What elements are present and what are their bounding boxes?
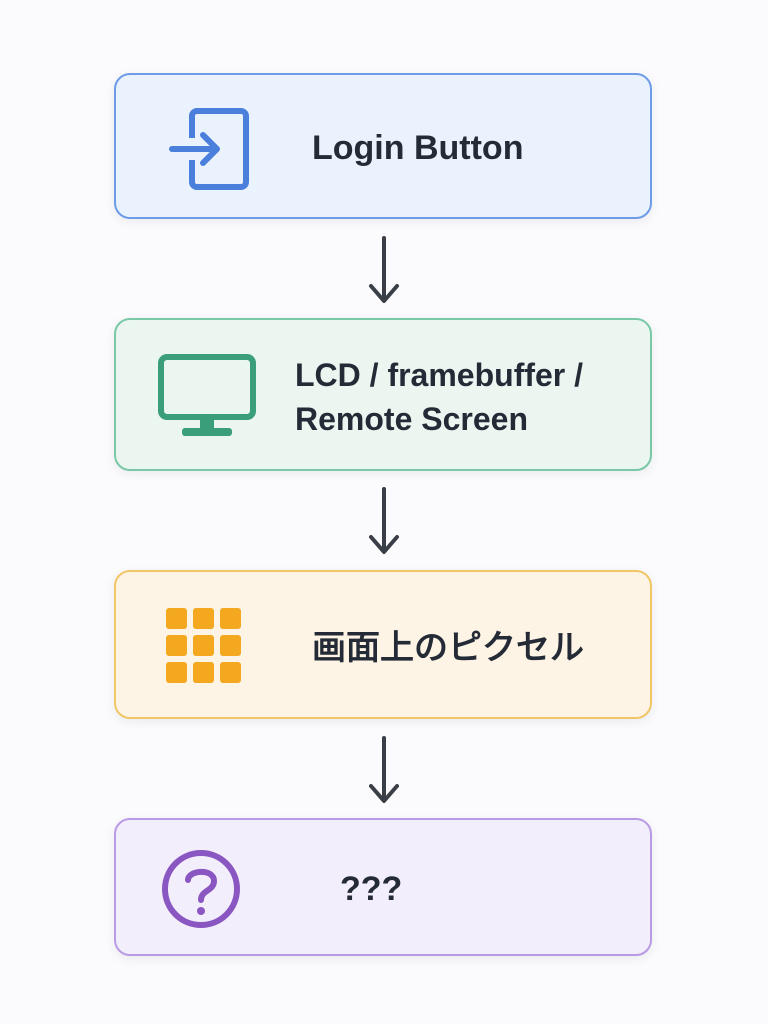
step-screen: LCD / framebuffer / Remote Screen <box>114 318 652 471</box>
step-label: 画面上のピクセル <box>312 629 584 667</box>
question-icon <box>162 850 240 928</box>
pixel-grid-icon <box>166 608 241 683</box>
login-icon <box>169 108 249 190</box>
step-unknown: ??? <box>114 818 652 956</box>
step-label: Login Button <box>312 129 524 167</box>
step-pixels: 画面上のピクセル <box>114 570 652 719</box>
down-arrow-icon <box>369 487 399 554</box>
step-label: ??? <box>340 870 403 908</box>
step-label: LCD / framebuffer / Remote Screen <box>295 357 584 437</box>
down-arrow-icon <box>369 236 399 303</box>
monitor-icon <box>158 354 256 436</box>
step-login-button: Login Button <box>114 73 652 219</box>
down-arrow-icon <box>369 736 399 803</box>
